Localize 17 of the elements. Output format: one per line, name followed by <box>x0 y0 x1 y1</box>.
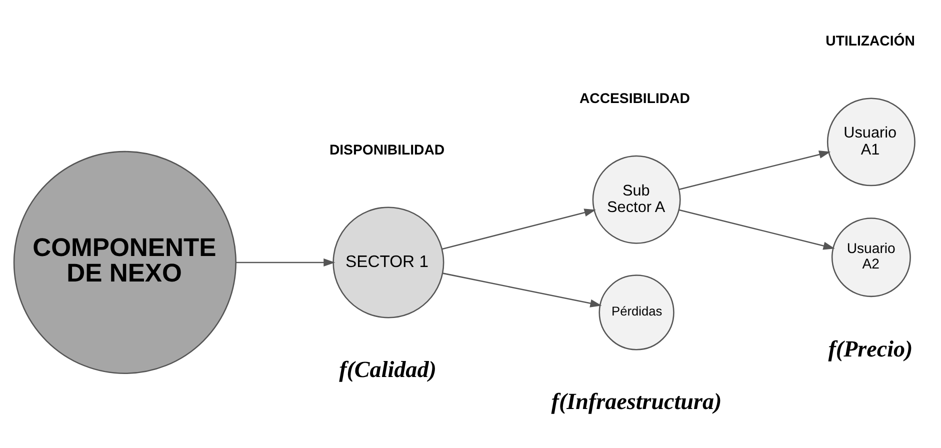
arrow <box>679 209 835 250</box>
node-circle: Pérdidas <box>598 274 674 350</box>
arrow <box>236 258 336 267</box>
node-circle: Usuario A2 <box>831 218 911 298</box>
label: ACCESIBILIDAD <box>579 90 690 106</box>
arrow <box>679 150 831 190</box>
label: UTILIZACIÓN <box>826 32 915 49</box>
label: f(Infraestructura) <box>551 388 722 414</box>
node-circle: COMPONENTE DE NEXO <box>13 150 236 374</box>
arrow <box>442 272 602 308</box>
node-circle: SECTOR 1 <box>332 206 444 318</box>
node-circle: Sub Sector A <box>592 155 681 244</box>
label: f(Calidad) <box>339 356 436 382</box>
arrow <box>442 208 596 250</box>
label: DISPONIBILIDAD <box>329 142 445 158</box>
node-circle: Usuario A1 <box>826 98 916 186</box>
label: f(Precio) <box>828 336 913 362</box>
